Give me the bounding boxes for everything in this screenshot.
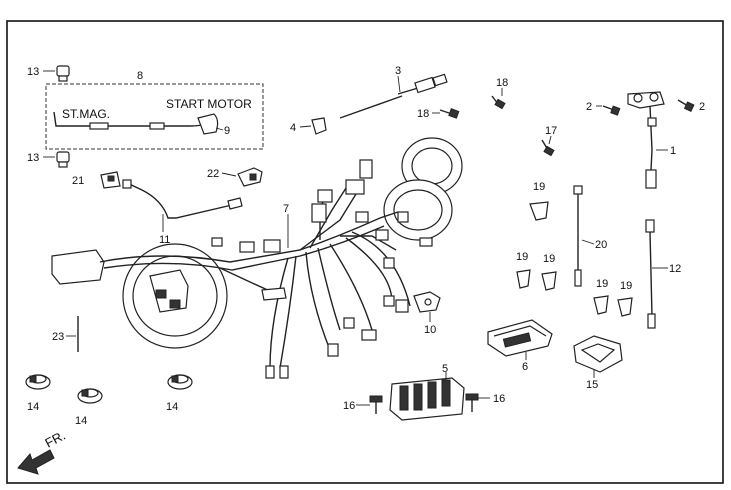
cable-sleeve bbox=[89, 122, 109, 130]
sensor-1 bbox=[627, 91, 668, 189]
callout-12: 12 bbox=[669, 263, 681, 275]
callout-13-bottom: 13 bbox=[27, 152, 39, 164]
callout-3: 3 bbox=[395, 65, 401, 77]
clip-19-d bbox=[593, 295, 609, 315]
band-clamp-14-b bbox=[77, 388, 103, 404]
terminal-22 bbox=[221, 167, 263, 187]
cable-20 bbox=[573, 185, 595, 287]
pin-23 bbox=[66, 316, 79, 352]
callout-6: 6 bbox=[522, 361, 528, 373]
callout-1: 1 bbox=[670, 145, 676, 157]
terminal-boot bbox=[197, 113, 219, 135]
regulator-5 bbox=[389, 372, 465, 421]
callout-18-top: 18 bbox=[496, 77, 508, 89]
cable-11 bbox=[124, 181, 233, 219]
bolt-2-a bbox=[596, 105, 621, 116]
callout-18-left: 18 bbox=[417, 108, 429, 120]
callout-14-c: 14 bbox=[166, 401, 178, 413]
band-clamp-14-c bbox=[167, 374, 193, 390]
callout-13-top: 13 bbox=[27, 66, 39, 78]
bolt-2-b bbox=[677, 99, 695, 112]
callout-5: 5 bbox=[442, 363, 448, 375]
front-label: FR. bbox=[42, 428, 68, 451]
clip-19-b bbox=[516, 269, 531, 289]
callout-20: 20 bbox=[595, 239, 607, 251]
callout-16-left: 16 bbox=[343, 400, 355, 412]
callout-19-a: 19 bbox=[533, 181, 545, 193]
callout-19-e: 19 bbox=[620, 280, 632, 292]
callout-2-right: 2 bbox=[699, 101, 705, 113]
clip-19-a bbox=[529, 201, 549, 221]
st-mag-label: ST.MAG. bbox=[62, 107, 110, 121]
cable-sleeve-2 bbox=[149, 122, 165, 130]
callout-4: 4 bbox=[290, 122, 296, 134]
bolt-16-b bbox=[465, 393, 490, 412]
callout-21: 21 bbox=[72, 175, 84, 187]
callout-22: 22 bbox=[207, 168, 219, 180]
callout-9: 9 bbox=[224, 125, 230, 137]
bolt-16-a bbox=[356, 395, 383, 414]
callout-7: 7 bbox=[283, 203, 289, 215]
callout-16-right: 16 bbox=[493, 393, 505, 405]
bolt-18-a bbox=[491, 88, 506, 110]
callout-2-left: 2 bbox=[586, 101, 592, 113]
callout-17: 17 bbox=[545, 125, 557, 137]
rod-12 bbox=[645, 219, 668, 329]
part-3-rod bbox=[339, 73, 448, 119]
bolt-18-b bbox=[432, 108, 460, 119]
cover-15 bbox=[573, 335, 623, 378]
nut-13-top bbox=[43, 65, 70, 82]
clip-19-c bbox=[541, 271, 557, 291]
connector-21 bbox=[100, 171, 243, 232]
callout-numbers: 13 13 8 9 21 22 11 3 4 18 18 17 2 2 1 7 … bbox=[27, 65, 705, 427]
gauge-bottom bbox=[383, 179, 453, 241]
main-harness-7 bbox=[51, 137, 463, 379]
callout-10: 10 bbox=[424, 324, 436, 336]
callout-14-b: 14 bbox=[75, 415, 87, 427]
callout-19-d: 19 bbox=[596, 278, 608, 290]
clip-19-e bbox=[617, 297, 633, 317]
callout-8: 8 bbox=[137, 70, 143, 82]
starter-cable-group: ST.MAG. START MOTOR bbox=[45, 83, 264, 150]
bolt-17 bbox=[541, 135, 555, 157]
callout-19-b: 19 bbox=[516, 251, 528, 263]
part-4 bbox=[299, 117, 327, 135]
callout-11: 11 bbox=[159, 234, 170, 246]
starter-cable-box bbox=[45, 83, 264, 150]
start-motor-label: START MOTOR bbox=[166, 97, 252, 111]
callout-23: 23 bbox=[52, 331, 64, 343]
clamp-10 bbox=[413, 291, 441, 322]
nut-13-bottom bbox=[43, 151, 70, 168]
band-clamp-14-a bbox=[25, 374, 51, 390]
callout-15: 15 bbox=[586, 379, 598, 391]
callout-19-c: 19 bbox=[543, 253, 555, 265]
diagram-frame bbox=[6, 20, 724, 484]
front-direction-arrow: FR. bbox=[17, 428, 68, 475]
callout-14-a: 14 bbox=[27, 401, 39, 413]
ecu-6 bbox=[487, 319, 553, 360]
harness-connector-left bbox=[51, 249, 105, 285]
